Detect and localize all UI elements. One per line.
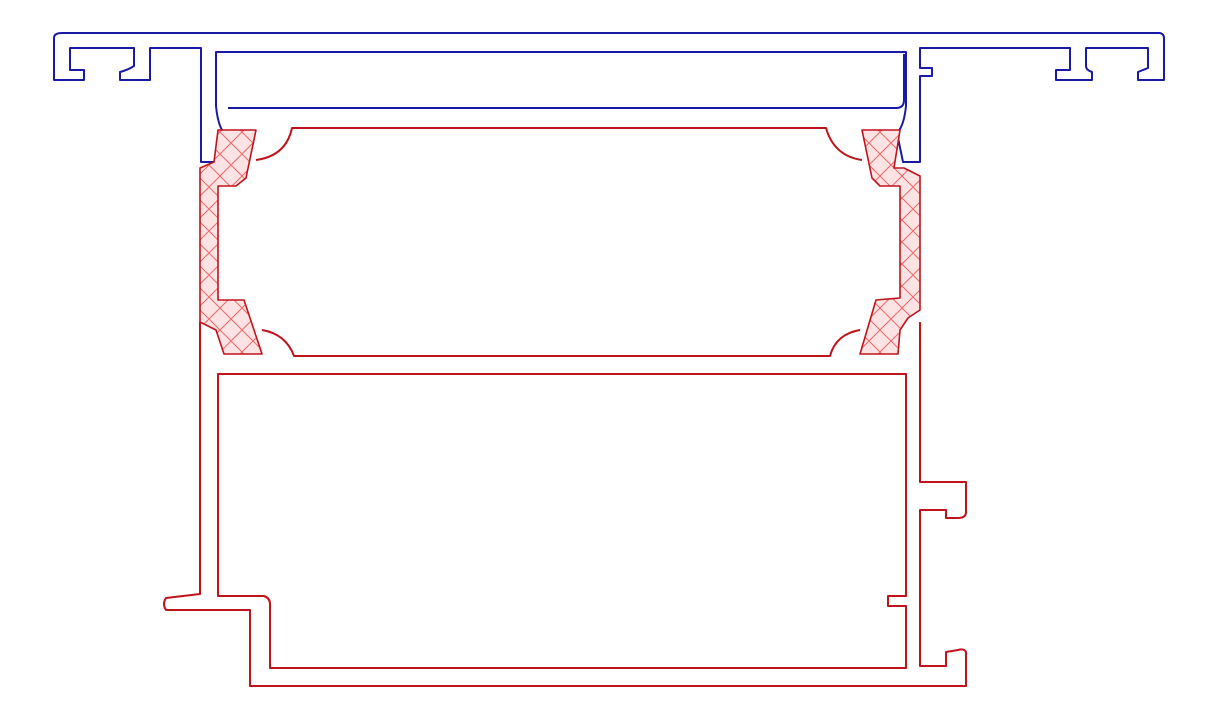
inner-profile bbox=[163, 127, 967, 687]
thermal-break-right bbox=[859, 129, 921, 355]
inner-top-channel bbox=[255, 127, 863, 161]
thermal-break-left bbox=[199, 129, 263, 355]
thermal-break-strips bbox=[199, 129, 921, 355]
inner-mid-channel bbox=[261, 329, 861, 357]
outer-profile bbox=[53, 32, 1165, 163]
outer-profile-chamber bbox=[228, 54, 905, 109]
inner-profile-chamber bbox=[217, 373, 907, 669]
inner-profile-outline bbox=[163, 322, 967, 687]
outer-profile-outline bbox=[53, 32, 1165, 163]
